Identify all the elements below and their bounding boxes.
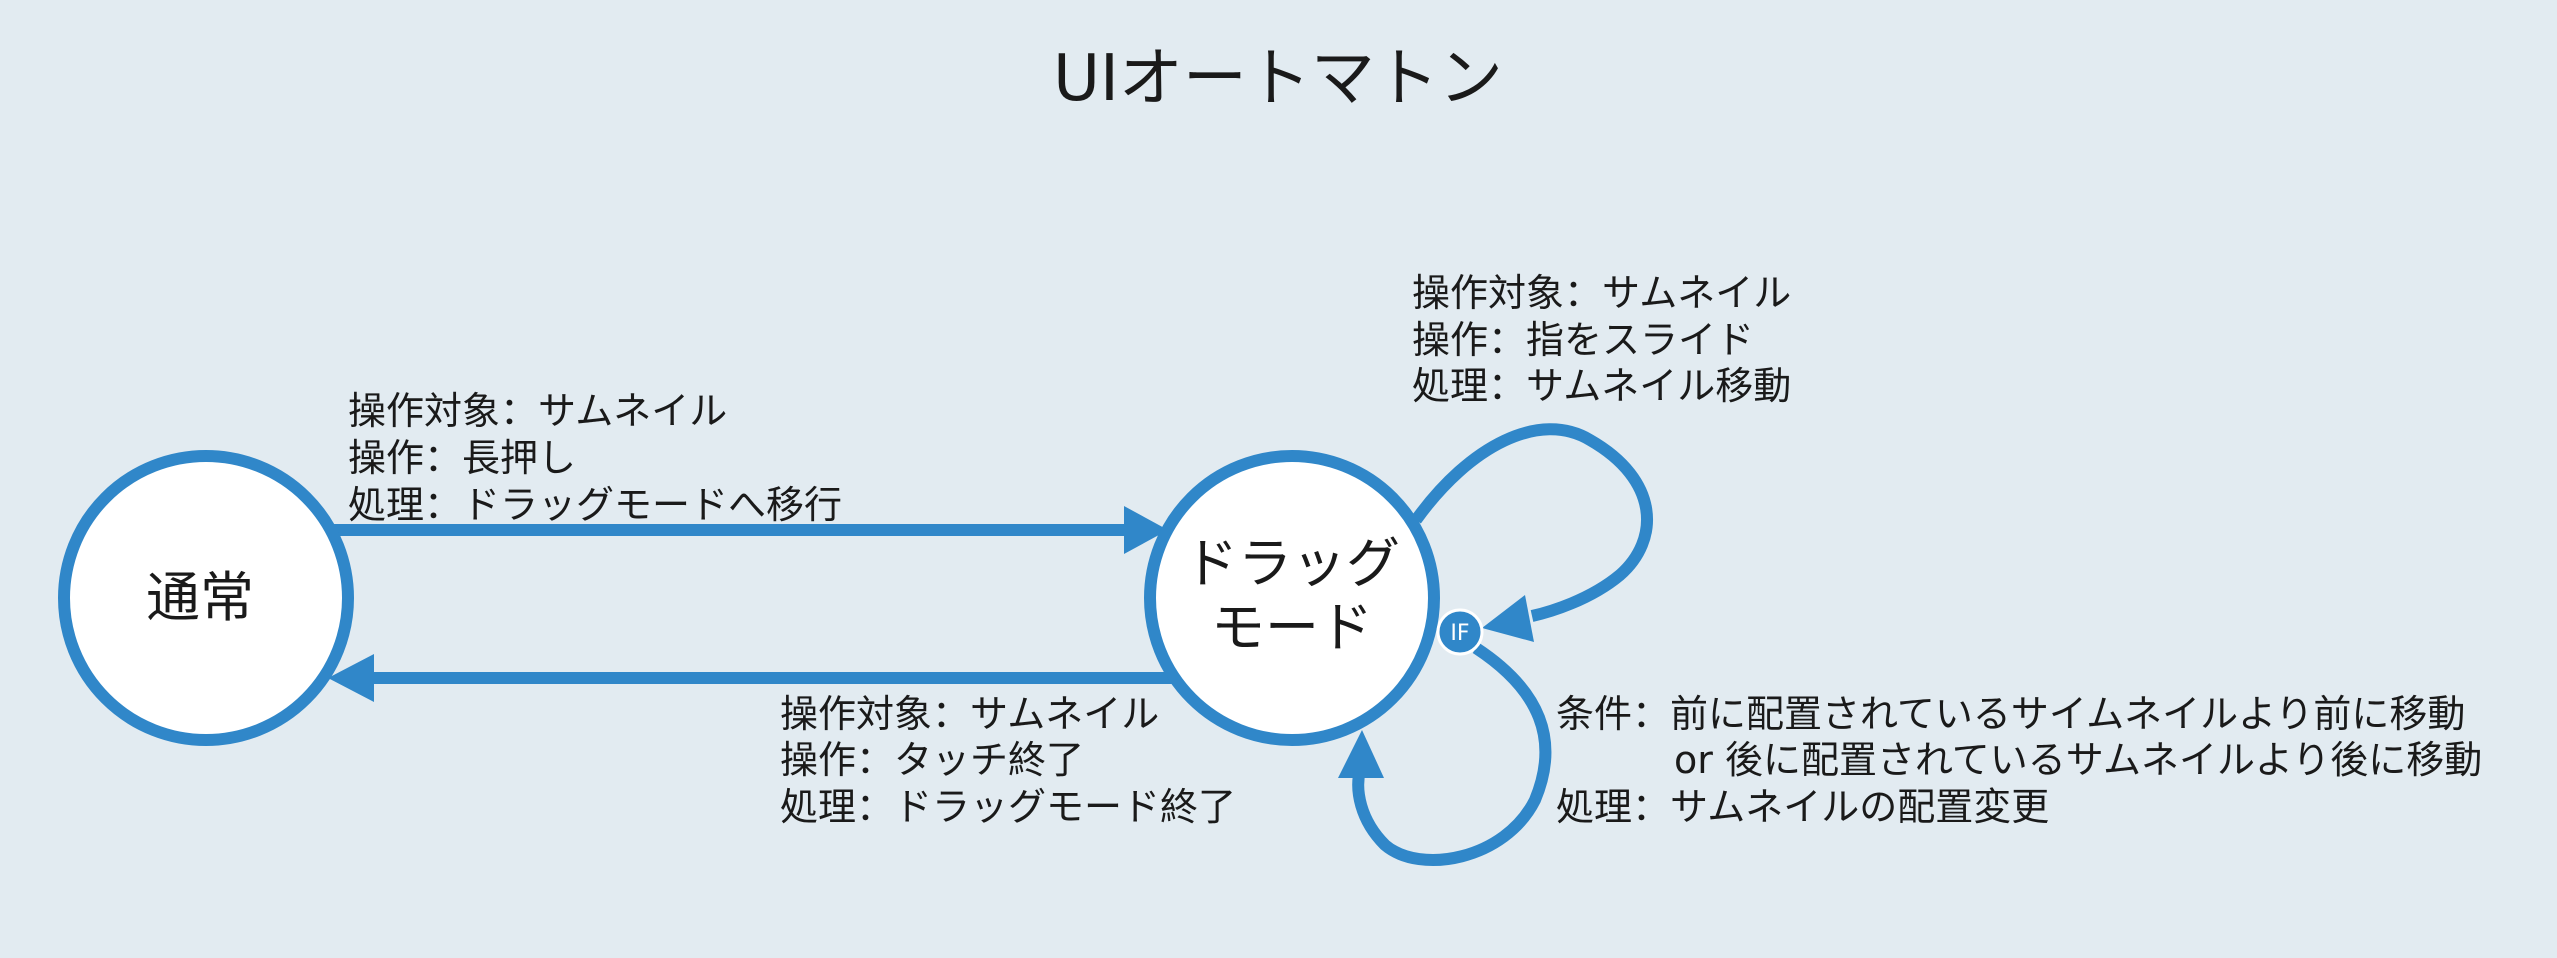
label-group-to-normal: 操作対象：サムネイル 操作：タッチ終了 処理：ドラッグモード終了	[780, 692, 1236, 829]
state-drag-circle	[1144, 450, 1440, 746]
label-self-move-operation: 操作：指をスライド	[1412, 318, 1754, 362]
arrowhead-to-drag-icon	[1124, 506, 1168, 554]
label-self-move-target: 操作対象：サムネイル	[1412, 271, 1791, 315]
label-to-drag-operation: 操作：長押し	[348, 436, 576, 480]
state-drag-label-line2: モード	[1211, 596, 1373, 659]
if-badge-circle	[1436, 608, 1484, 656]
state-drag-label-line1: ドラッグ	[1184, 532, 1400, 595]
label-to-normal-process: 処理：ドラッグモード終了	[780, 785, 1236, 829]
label-group-self-move: 操作対象：サムネイル 操作：指をスライド 処理：サムネイル移動	[1412, 271, 1791, 408]
label-self-reorder-condition-1: 条件：前に配置されているサイムネイルより前に移動	[1556, 692, 2465, 736]
diagram-title: UIオートマトン	[1053, 42, 1503, 116]
label-self-reorder-process: 処理：サムネイルの配置変更	[1556, 785, 2049, 829]
state-normal: 通常	[58, 450, 354, 746]
label-self-reorder-condition-2: or 後に配置されているサムネイルより後に移動	[1674, 738, 2482, 782]
label-to-normal-operation: 操作：タッチ終了	[780, 738, 1084, 782]
arrowhead-to-normal-icon	[328, 654, 374, 702]
if-badge-label: IF	[1450, 621, 1469, 646]
loop-line-move	[1411, 423, 1654, 622]
conditional-branch-icon: IF	[1436, 608, 1484, 656]
label-to-drag-target: 操作対象：サムネイル	[348, 389, 727, 433]
label-to-normal-target: 操作対象：サムネイル	[780, 692, 1159, 736]
state-drag-mode: ドラッグ モード	[1144, 450, 1440, 746]
transition-normal-to-drag	[328, 506, 1168, 554]
transition-self-reorder	[1338, 642, 1552, 866]
loop-line-reorder	[1352, 642, 1552, 866]
transition-drag-to-normal	[328, 654, 1176, 702]
label-to-drag-process: 処理：ドラッグモードへ移行	[348, 483, 842, 527]
state-normal-circle	[58, 450, 354, 746]
state-normal-label: 通常	[146, 566, 254, 629]
arrowhead-loop-reorder-icon	[1338, 730, 1384, 778]
label-group-self-reorder: 条件：前に配置されているサイムネイルより前に移動 or 後に配置されているサムネ…	[1556, 692, 2482, 829]
transition-self-move	[1411, 423, 1654, 642]
label-group-to-drag: 操作対象：サムネイル 操作：長押し 処理：ドラッグモードへ移行	[348, 389, 842, 527]
label-self-move-process: 処理：サムネイル移動	[1412, 364, 1791, 408]
arrowhead-loop-move-icon	[1482, 595, 1534, 642]
